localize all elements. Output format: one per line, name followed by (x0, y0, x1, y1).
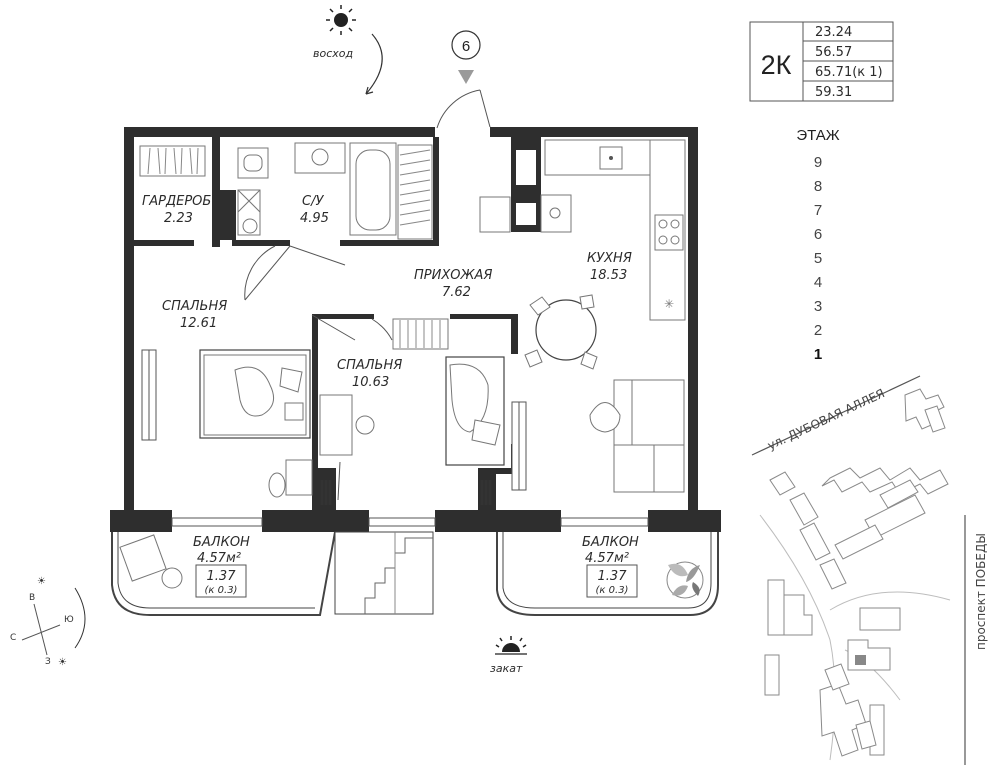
room-name-balcony-left: БАЛКОН (193, 535, 250, 550)
sunset-indicator: закат (490, 636, 527, 675)
apartment-summary: 2К 23.24 56.57 65.71(к 1) 59.31 (749, 21, 894, 102)
sunset-icon (502, 643, 520, 652)
room-area-bedroom-right: 10.63 (352, 375, 389, 390)
sun-small-icon-2: ☀ (58, 657, 67, 668)
balcony-right-coef: (к 0.3) (596, 585, 629, 596)
direction-west: З (45, 657, 51, 667)
apartment-type: 2К (761, 50, 792, 80)
room-area-kitchen: 18.53 (590, 268, 627, 283)
floor-item-8[interactable]: 8 (814, 178, 822, 195)
snowflake-icon: ✳ (664, 297, 674, 311)
summary-area-2: 56.57 (815, 45, 852, 60)
direction-north: С (10, 633, 16, 643)
room-name-bedroom-left: СПАЛЬНЯ (162, 299, 227, 314)
floor-title: ЭТАЖ (796, 127, 839, 144)
floor-item-3[interactable]: 3 (814, 298, 822, 315)
balcony-left-coef: (к 0.3) (205, 585, 238, 596)
floor-item-5[interactable]: 5 (814, 250, 822, 267)
floor-item-4[interactable]: 4 (814, 274, 822, 291)
balcony-left-coef-area: 1.37 (207, 569, 237, 584)
entrance-number: 6 (462, 38, 470, 55)
room-area-wardrobe: 2.23 (164, 211, 193, 226)
floor-plan: ✳ (110, 89, 721, 616)
direction-south: Ю (64, 615, 74, 625)
floor-item-2[interactable]: 2 (814, 322, 822, 339)
street-label-pobedy: проспект ПОБЕДЫ (974, 533, 988, 650)
room-name-wardrobe: ГАРДЕРОБ (142, 194, 211, 209)
floor-selector: ЭТАЖ 9 8 7 6 5 4 3 2 1 (796, 127, 839, 363)
bed-right (319, 318, 505, 501)
location-map: ул. ДУБОВАЯ АЛЛЕЯ проспект ПОБЕДЫ (751, 375, 988, 765)
room-area-bedroom-left: 12.61 (180, 316, 217, 331)
room-name-bathroom: С/У (302, 194, 324, 209)
room-area-bathroom: 4.95 (300, 211, 329, 226)
street-label-dubovaya: ул. ДУБОВАЯ АЛЛЕЯ (765, 386, 887, 453)
plant-icon (666, 561, 704, 599)
room-name-kitchen: КУХНЯ (587, 251, 632, 266)
room-name-balcony-right: БАЛКОН (582, 535, 639, 550)
sun-small-icon: ☀ (37, 576, 46, 587)
balcony-left (111, 531, 336, 616)
compass-rose: С В Ю З ☀ ☀ (10, 576, 86, 668)
kitchen-fixtures: ✳ (479, 139, 686, 493)
room-name-hallway: ПРИХОЖАЯ (414, 268, 492, 283)
floor-item-6[interactable]: 6 (814, 226, 822, 243)
sunrise-label: восход (313, 47, 353, 60)
sun-icon (326, 5, 356, 35)
direction-east: В (29, 593, 35, 603)
bed-left (199, 349, 313, 498)
summary-area-4: 59.31 (815, 85, 852, 100)
current-building-marker (855, 655, 866, 665)
balcony-right-coef-area: 1.37 (598, 569, 628, 584)
summary-area-1: 23.24 (815, 25, 852, 40)
floor-item-7[interactable]: 7 (814, 202, 822, 219)
staircase (334, 531, 434, 615)
sunrise-indicator: восход (313, 5, 383, 95)
balcony-right (496, 532, 719, 616)
floor-item-9[interactable]: 9 (814, 154, 822, 171)
curved-arrow-icon (365, 33, 383, 95)
room-area-balcony-left: 4.57м² (197, 551, 241, 566)
sunset-label: закат (490, 662, 523, 675)
wardrobe-rack (139, 145, 206, 177)
room-area-hallway: 7.62 (442, 285, 471, 300)
entrance-arrow-icon (458, 70, 474, 84)
room-name-bedroom-right: СПАЛЬНЯ (337, 358, 402, 373)
entrance-marker[interactable]: 6 (451, 30, 481, 84)
floor-item-1-current[interactable]: 1 (814, 346, 822, 363)
bathroom-fixtures (237, 142, 433, 240)
summary-area-3: 65.71(к 1) (815, 65, 883, 80)
room-area-balcony-right: 4.57м² (585, 551, 629, 566)
